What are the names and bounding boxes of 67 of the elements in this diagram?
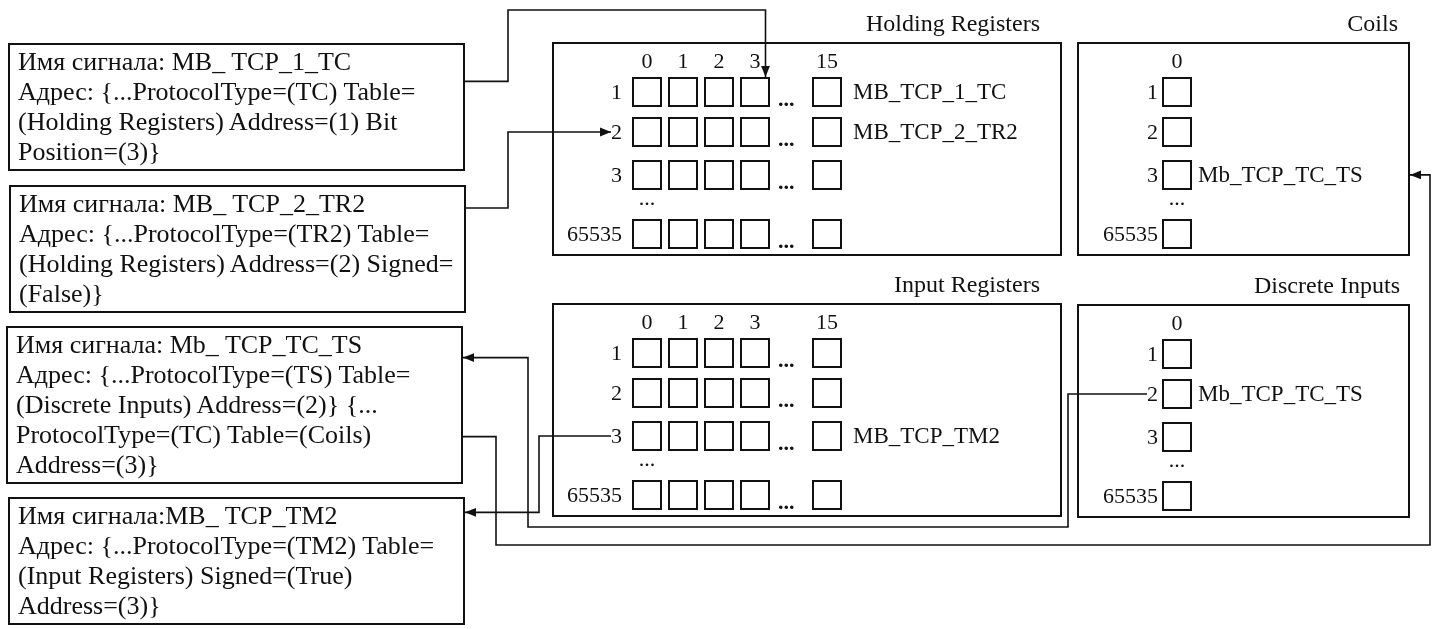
table-title: Discrete Inputs	[1254, 271, 1400, 300]
ellipsis: ...	[778, 387, 795, 413]
ellipsis: ...	[1168, 452, 1186, 468]
ellipsis: ...	[778, 126, 795, 152]
row-number: 3	[611, 423, 622, 449]
connector-arrow	[464, 9, 770, 83]
ellipsis: ...	[778, 489, 795, 515]
bit-number: 2	[713, 48, 725, 74]
row-number: 3	[611, 162, 622, 188]
address-text: Адрес: {...ProtocolType=(TR2) Table= (Holding Registers) Address=(2) Signed=(False)}	[19, 219, 455, 309]
bit-number: 0	[1171, 48, 1183, 74]
signal-card	[6, 326, 463, 484]
row-number: 2	[611, 380, 622, 406]
bit-number: 15	[816, 309, 838, 335]
bit-number: 15	[816, 48, 838, 74]
row-number: 65535	[567, 482, 622, 508]
ellipsis: ...	[778, 430, 795, 456]
signal-name-text: Имя сигнала: MB_ TCP_1_TC	[18, 47, 353, 77]
connector-arrow	[462, 353, 1148, 528]
signal-name-text: Имя сигнала:MB_ TCP_TM2	[18, 501, 339, 531]
row-number: 2	[1147, 381, 1158, 407]
table-title: Holding Registers	[866, 9, 1040, 38]
ellipsis: ...	[1168, 190, 1186, 206]
bit-number: 0	[641, 48, 653, 74]
register-label: MB_TCP_2_TR2	[853, 118, 1018, 146]
bit-number: 1	[677, 309, 689, 335]
register-label: Mb_TCP_TC_TS	[1198, 380, 1363, 408]
bit-number: 2	[713, 309, 725, 335]
register-label: Mb_TCP_TC_TS	[1198, 161, 1363, 189]
row-number: 1	[611, 79, 622, 105]
signal-card	[8, 497, 465, 625]
row-number: 1	[1147, 341, 1158, 367]
ellipsis: ...	[778, 86, 795, 112]
table-title: Coils	[1347, 9, 1398, 38]
table-title: Input Registers	[894, 270, 1040, 299]
row-number: 65535	[1103, 483, 1158, 509]
address-text: Адрес: {...ProtocolType=(TC) Table= (Holding Registers) Address=(1) Bit Position=(3)}	[18, 77, 417, 167]
ellipsis: ...	[638, 190, 656, 206]
ellipsis: ...	[778, 169, 795, 195]
row-number: 3	[1147, 162, 1158, 188]
row-number: 2	[1147, 119, 1158, 145]
connector-arrow	[464, 435, 612, 517]
bit-number: 1	[677, 48, 689, 74]
bit-number: 0	[641, 309, 653, 335]
bit-number: 3	[749, 309, 761, 335]
ellipsis: ...	[778, 228, 795, 254]
row-number: 2	[611, 119, 622, 145]
register-label: MB_TCP_1_TC	[853, 78, 1007, 106]
register-cell	[740, 77, 770, 107]
signal-card	[8, 43, 465, 171]
bit-number: 3	[749, 48, 761, 74]
bit-number: 0	[1171, 310, 1183, 336]
address-text: Адрес: {...ProtocolType=(TS) Table= (Discrete Inputs) Address=(2)} {... ProtocolType=(TC) Table=(Coils) Address=(3)}	[16, 360, 412, 480]
register-label: MB_TCP_TM2	[853, 422, 1000, 450]
connector-arrow	[462, 170, 1431, 546]
row-number: 65535	[1103, 221, 1158, 247]
signal-card	[9, 185, 466, 313]
row-number: 65535	[567, 221, 622, 247]
connector-arrow	[465, 127, 612, 209]
row-number: 1	[1147, 79, 1158, 105]
signal-name-text: Имя сигнала: Mb_ TCP_TC_TS	[16, 330, 364, 360]
ellipsis: ...	[778, 347, 795, 373]
ellipsis: ...	[638, 451, 656, 467]
address-text: Адрес: {...ProtocolType=(TM2) Table= (Input Registers) Signed=(True) Address=(3)}	[18, 531, 436, 621]
row-number: 1	[611, 340, 622, 366]
row-number: 3	[1147, 424, 1158, 450]
signal-name-text: Имя сигнала: MB_ TCP_2_TR2	[19, 189, 367, 219]
